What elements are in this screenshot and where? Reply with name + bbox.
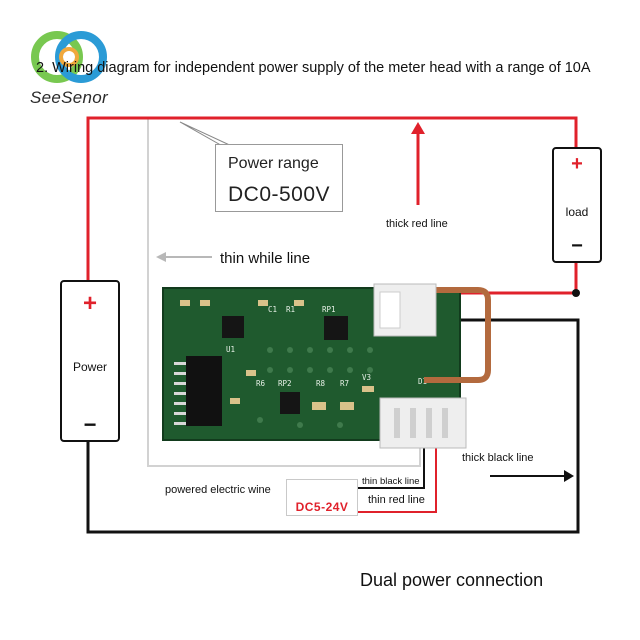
power-range-value: DC0-500V [228,183,331,206]
pin-header [186,356,222,426]
black-arrow-head [564,470,574,482]
thin-red-line-label: thin red line [368,494,425,506]
chip-u1 [222,316,244,338]
dc-supply-box: DC5-24V [286,479,358,516]
thick-red-line [86,116,578,282]
chip-rp2 [280,392,300,414]
silk-rp1: RP1 [322,305,336,314]
power-minus-sign: − [83,412,97,437]
thin-red-line [356,420,437,513]
power-range-title: Power range [228,155,319,172]
dc-supply-value: DC5-24V [295,500,349,514]
seesenor-logo [31,31,107,83]
power-plus-sign: + [82,290,97,317]
logo-ring-inner [59,47,79,67]
silk-d1: D1 [418,377,427,386]
connector-bottom-slots [394,408,448,438]
grey-arrow-head [156,252,166,262]
silk-r6: R6 [256,379,266,388]
silk-u1: U1 [226,345,235,354]
smd-components [180,300,374,410]
load: + load − [552,147,602,263]
load-minus-sign: − [571,235,583,257]
silk-c1: C1 [268,305,277,314]
junction-dot [572,289,580,297]
silk-r1: R1 [286,305,295,314]
brand-name: SeeSenor [30,88,109,107]
pin-header-pins [174,362,186,425]
pcb-vias [257,347,373,428]
thin-white-line-label: thin while line [220,250,311,267]
thin-white-line-frame [147,118,421,467]
footer-caption: Dual power connection [360,570,544,590]
silk-rp2: RP2 [278,379,292,388]
load-label: load [565,205,589,219]
powered-wire-label: powered electric wine [165,484,271,496]
silk-r7: R7 [340,379,349,388]
thick-black-line [86,318,580,534]
load-plus-sign: + [571,153,583,175]
silk-v3: V3 [362,373,371,382]
shunt-wire [424,287,491,383]
chip-rp1 [324,316,348,340]
connector-bottom [379,397,467,449]
red-arrow-head [411,122,425,134]
thin-black-line-label: thin black line [362,476,420,487]
thick-black-line-label: thick black line [462,452,534,464]
silk-r8: R8 [316,379,326,388]
power-source: + Power − [60,280,120,442]
power-range-callout: Power range DC0-500V [215,144,343,212]
headline: 2. Wiring diagram for independent power … [36,60,591,76]
power-label: Power [72,360,107,374]
thick-red-line-label: thick red line [386,218,448,230]
